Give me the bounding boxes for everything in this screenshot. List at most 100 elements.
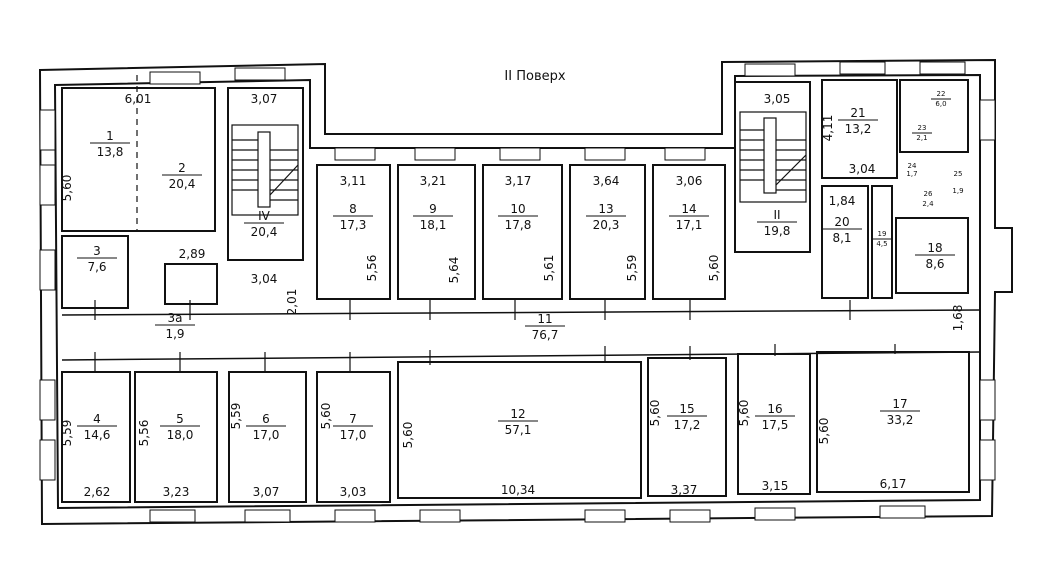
room-number-20: 20 (834, 215, 849, 229)
room-area-16: 17,5 (762, 418, 789, 432)
dimension-d303: 3,03 (340, 485, 367, 499)
small-room-label: 2,4 (922, 200, 934, 208)
dimension-d289: 2,89 (179, 247, 206, 261)
dimension-d317: 3,17 (505, 174, 532, 188)
room-area-9: 18,1 (420, 218, 447, 232)
dimension-d304b: 3,04 (849, 162, 876, 176)
room-area-14: 17,1 (676, 218, 703, 232)
plan-title: II Поверх (504, 69, 565, 84)
staircase-right (739, 111, 807, 203)
dimension-d321: 3,21 (420, 174, 447, 188)
dimension-d307a: 3,07 (251, 92, 278, 106)
dimension-d560a: 5,60 (60, 175, 74, 202)
dimension-d561: 5,61 (542, 255, 556, 282)
dimension-d560d: 5,60 (401, 422, 415, 449)
small-room-label: 26 (924, 190, 933, 198)
room-area-11: 76,7 (532, 328, 559, 342)
dimension-d560e: 5,60 (648, 400, 662, 427)
room-number-5: 5 (176, 412, 184, 426)
small-room-label: 24 (908, 162, 917, 170)
room-area-4: 14,6 (84, 428, 111, 442)
dimension-d560c: 5,60 (319, 403, 333, 430)
rooms-walls (61, 79, 970, 503)
room-area-18: 8,6 (925, 257, 944, 271)
room-number-16: 16 (767, 402, 782, 416)
small-room-label: 1,9 (952, 187, 963, 195)
room-number-9: 9 (429, 202, 437, 216)
room-number-11: 11 (537, 312, 552, 326)
small-room-label: 1,7 (906, 170, 917, 178)
dimension-d323: 3,23 (163, 485, 190, 499)
room-number-1: 1 (106, 129, 114, 143)
room-number-15: 15 (679, 402, 694, 416)
dimension-d262: 2,62 (84, 485, 111, 499)
dimension-d601: 6,01 (125, 92, 152, 106)
door-marks (94, 75, 896, 372)
dimension-d311: 3,11 (340, 174, 367, 188)
room-area-5: 18,0 (167, 428, 194, 442)
staircase-left (231, 124, 299, 216)
corridor-walls (61, 309, 981, 361)
room-number-2: 2 (178, 161, 186, 175)
room-area-13: 20,3 (593, 218, 620, 232)
room-area-19: 4,5 (876, 240, 887, 248)
room-number-13: 13 (598, 202, 613, 216)
dimension-d617: 6,17 (880, 477, 907, 491)
dimension-d556a: 5,56 (365, 255, 379, 282)
room-number-21: 21 (850, 106, 865, 120)
dimension-d306: 3,06 (676, 174, 703, 188)
dimension-d315: 3,15 (762, 479, 789, 493)
dimension-d560b: 5,60 (707, 255, 721, 282)
dimension-d556b: 5,56 (137, 420, 151, 447)
dimension-d564: 5,64 (447, 257, 461, 284)
dimension-d201: 2,01 (285, 289, 299, 316)
room-number-22: 22 (937, 90, 946, 98)
room-area-8: 17,3 (340, 218, 367, 232)
dimension-d304a: 3,04 (251, 272, 278, 286)
dimension-d305: 3,05 (764, 92, 791, 106)
dimension-d559b: 5,59 (60, 420, 74, 447)
room-number-17: 17 (892, 397, 907, 411)
small-room-label: 25 (954, 170, 963, 178)
room-area-3: 7,6 (87, 260, 106, 274)
dimension-d560f: 5,60 (737, 400, 751, 427)
room-area-15: 17,2 (674, 418, 701, 432)
room-number-4: 4 (93, 412, 101, 426)
dimension-d168: 1,68 (951, 305, 965, 332)
windows (39, 61, 996, 523)
room-number-10: 10 (510, 202, 525, 216)
dimension-d364: 3,64 (593, 174, 620, 188)
dimension-d1034: 10,34 (501, 483, 535, 497)
room-area-12: 57,1 (505, 423, 532, 437)
room-number-IV: IV (258, 209, 271, 223)
room-number-19: 19 (878, 230, 887, 238)
room-area-7: 17,0 (340, 428, 367, 442)
dimension-d560g: 5,60 (817, 418, 831, 445)
dimension-d307b: 3,07 (253, 485, 280, 499)
room-area-23: 2,1 (916, 134, 927, 142)
dimension-d411: 4,11 (821, 115, 835, 142)
room-area-3а: 1,9 (165, 327, 184, 341)
room-area-10: 17,8 (505, 218, 532, 232)
room-area-II: 19,8 (764, 224, 791, 238)
room-area-1: 13,8 (97, 145, 124, 159)
dimension-d559a: 5,59 (625, 255, 639, 282)
room-area-22: 6,0 (935, 100, 946, 108)
room-number-23: 23 (918, 124, 927, 132)
room-area-21: 13,2 (845, 122, 872, 136)
room-number-18: 18 (927, 241, 942, 255)
dimension-d337: 3,37 (671, 483, 698, 497)
dimension-d559c: 5,59 (229, 403, 243, 430)
room-number-12: 12 (510, 407, 525, 421)
room-number-3а: 3а (168, 311, 183, 325)
room-number-3: 3 (93, 244, 101, 258)
room-area-2: 20,4 (169, 177, 196, 191)
room-number-7: 7 (349, 412, 357, 426)
room-number-6: 6 (262, 412, 270, 426)
room-area-IV: 20,4 (251, 225, 278, 239)
room-number-14: 14 (681, 202, 696, 216)
room-number-II: II (773, 208, 780, 222)
dimension-d184: 1,84 (829, 194, 856, 208)
room-area-20: 8,1 (832, 231, 851, 245)
